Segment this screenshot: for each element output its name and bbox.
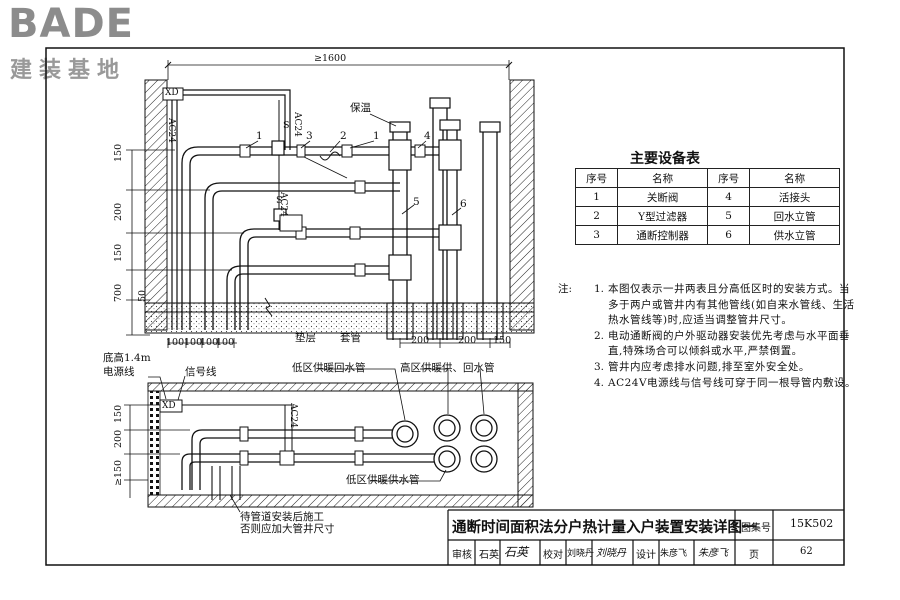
xd-plan-label: XD — [162, 401, 176, 411]
cell: 3 — [574, 225, 619, 245]
notes-block: 注: 1. 本图仅表示一井两表且分高低区时的安装方式。当多于两户或管井内有其他管… — [558, 282, 858, 391]
page-label: 页 — [749, 550, 759, 561]
callout-2: 2 — [340, 130, 347, 142]
design-signature: 朱彦飞 — [698, 548, 728, 559]
left-wall — [144, 79, 168, 331]
right-wall — [509, 79, 535, 331]
note-number: 1. — [594, 283, 605, 295]
note-number: 4. — [594, 376, 605, 389]
logo-subtitle: 建装基地 — [10, 58, 127, 83]
equipment-table: 序号 名称 序号 名称 1 关断阀 4 活接头 2 Y型过滤器 5 回水立管 3… — [574, 168, 840, 245]
dim-min-1600: ≥1600 — [314, 53, 347, 64]
equipment-table-title: 主要设备表 — [630, 151, 700, 167]
callout-1a: 1 — [256, 130, 263, 142]
dim-h-200-b: 200 — [458, 335, 477, 346]
note-text: AC24V电源线与信号线可穿于同一根导管内敷设。 — [608, 376, 857, 389]
callout-3: 3 — [306, 130, 313, 142]
review-signature: 石英 — [504, 545, 529, 559]
dim-plan-200: 200 — [113, 429, 124, 448]
table-row: 3 通断控制器 6 供水立管 — [574, 225, 840, 245]
dim-v-700: 700 — [113, 283, 124, 302]
note-item: 3. 管井内应考虑排水问题,排至室外安全处。 — [558, 360, 858, 376]
s-label-top: S — [283, 120, 290, 131]
callout-1b: 1 — [373, 130, 380, 142]
note-enlarge-shaft: 否则应加大管井尺寸 — [240, 523, 335, 535]
review-label: 审核 — [452, 550, 472, 561]
page-number: 62 — [800, 546, 813, 557]
ac24-label-left: AC24 — [166, 118, 176, 143]
atlas-number-label: 图集号 — [741, 523, 771, 534]
check-signature: 刘晓丹 — [596, 548, 626, 559]
check-label: 校对 — [543, 550, 563, 561]
dim-h-100-chain: 100 100 100 100 — [166, 337, 235, 348]
header-name-1: 名称 — [617, 168, 708, 188]
note-text: 电动通断阀的户外驱动器安装优先考虑与水平面垂直,特殊场合可以倾斜或水平,严禁倒置… — [608, 329, 850, 358]
note-number: 2. — [594, 329, 605, 342]
note-pending-construction: 待管道安装后施工 — [240, 511, 324, 523]
dim-h-150: 150 — [493, 335, 512, 346]
floor-slab — [144, 302, 535, 334]
ac24-label-top: AC24 — [292, 112, 302, 137]
dim-plan-150: 150 — [113, 404, 124, 423]
logo-text: BADE — [8, 1, 134, 47]
callout-6: 6 — [460, 198, 467, 210]
atlas-number: 15K502 — [790, 517, 834, 530]
note-text: 管井内应考虑排水问题,排至室外安全处。 — [608, 360, 810, 373]
cell: 活接头 — [749, 187, 840, 207]
dim-h-100-2: 100 — [184, 337, 203, 348]
note-item: 2. 电动通断阀的户外驱动器安装优先考虑与水平面垂直,特殊场合可以倾斜或水平,严… — [558, 329, 858, 360]
label-high-zone-pipes: 高区供暖供、回水管 — [400, 362, 495, 374]
header-name-2: 名称 — [749, 168, 840, 188]
note-item: 注: 1. 本图仅表示一井两表且分高低区时的安装方式。当多于两户或管井内有其他管… — [558, 282, 858, 329]
s-label-mid: S — [276, 195, 283, 206]
label-power-line: 电源线 — [103, 366, 135, 378]
table-header-row: 序号 名称 序号 名称 — [574, 168, 840, 188]
cell: 回水立管 — [749, 206, 840, 226]
note-text: 本图仅表示一井两表且分高低区时的安装方式。当多于两户或管井内有其他管线(如自来水… — [608, 283, 855, 327]
cell: 通断控制器 — [617, 225, 708, 245]
ac24-plan-label: AC24 — [288, 403, 298, 428]
dim-v-150-b: 150 — [113, 243, 124, 262]
review-name: 石英 — [479, 550, 499, 561]
dim-h-100-1: 100 — [166, 337, 185, 348]
label-cushion-layer: 垫层 — [295, 332, 316, 344]
header-no-1: 序号 — [574, 168, 619, 188]
cell: 1 — [574, 187, 619, 207]
dim-h-100-4: 100 — [216, 337, 235, 348]
header-no-2: 序号 — [706, 168, 751, 188]
cell: 关断阀 — [617, 187, 708, 207]
dim-v-50: 50 — [137, 289, 148, 302]
label-bottom-height: 底高1.4m — [103, 352, 151, 364]
label-sleeve: 套管 — [340, 332, 361, 344]
frame-border — [45, 47, 845, 566]
dim-h-100-3: 100 — [200, 337, 219, 348]
notes-lead: 注: — [558, 283, 573, 295]
label-low-zone-return: 低区供暖回水管 — [292, 362, 366, 374]
cell: Y型过滤器 — [617, 206, 708, 226]
dim-v-150-a: 150 — [113, 143, 124, 162]
note-item: 4. AC24V电源线与信号线可穿于同一根导管内敷设。 — [558, 376, 858, 392]
cell: 供水立管 — [749, 225, 840, 245]
table-row: 1 关断阀 4 活接头 — [574, 187, 840, 207]
label-insulation: 保温 — [350, 102, 371, 114]
note-number: 3. — [594, 360, 605, 373]
table-row: 2 Y型过滤器 5 回水立管 — [574, 206, 840, 226]
callout-5: 5 — [413, 196, 420, 208]
cell: 4 — [706, 187, 751, 207]
cell: 5 — [706, 206, 751, 226]
dim-v-200: 200 — [113, 202, 124, 221]
label-signal-line: 信号线 — [185, 366, 217, 378]
dim-h-200-a: 200 — [411, 335, 430, 346]
xd-box-label: XD — [165, 88, 179, 98]
design-name: 朱彦飞 — [660, 549, 688, 559]
cell: 2 — [574, 206, 619, 226]
check-name: 刘晓丹 — [567, 549, 595, 559]
dim-plan-min-150: ≥150 — [113, 459, 124, 486]
drawing-title: 通断时间面积法分户热计量入户装置安装详图一 — [452, 519, 757, 536]
callout-4: 4 — [424, 130, 431, 142]
label-low-zone-supply: 低区供暖供水管 — [346, 474, 420, 486]
cell: 6 — [706, 225, 751, 245]
design-label: 设计 — [636, 550, 656, 561]
